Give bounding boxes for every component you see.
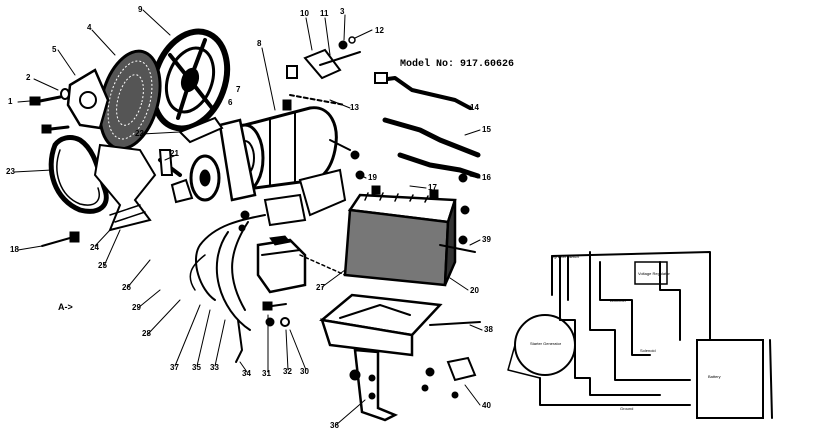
callout-40: 40	[482, 401, 491, 410]
drive-belt	[48, 135, 109, 214]
callout-26: 26	[122, 283, 131, 292]
schematic-solenoid-label: Solenoid	[640, 348, 656, 353]
flange-plate	[66, 68, 110, 130]
wiring-schematic: Starter Generator Battery Voltage Regula…	[507, 251, 773, 419]
callout-7: 7	[236, 85, 241, 94]
callout-10: 10	[300, 9, 309, 18]
cable-15	[382, 117, 481, 158]
mount-bracket-side	[158, 149, 194, 204]
battery-washers	[350, 150, 470, 245]
callout-19: 19	[368, 173, 377, 182]
battery-tray	[319, 293, 481, 357]
voltage-regulator	[256, 235, 307, 294]
bolt-1	[29, 88, 70, 106]
callout-28: 28	[142, 329, 151, 338]
callout-9: 9	[138, 5, 143, 14]
callout-37: 37	[170, 363, 179, 372]
front-end-bracket	[158, 118, 257, 202]
generator-side-bracket	[263, 139, 351, 227]
callout-30: 30	[300, 367, 309, 376]
schematic-starter-generator-label: Starter Generator	[530, 341, 562, 346]
battery	[343, 185, 457, 287]
callout-24: 24	[90, 243, 99, 252]
callout-12: 12	[375, 26, 384, 35]
callout-15: 15	[482, 125, 491, 134]
solenoid	[349, 356, 477, 399]
callout-6: 6	[228, 98, 233, 107]
arrow-a-label: A->	[58, 302, 73, 312]
mount-bracket-top	[178, 116, 224, 144]
callout-29: 29	[132, 303, 141, 312]
callout-31: 31	[262, 369, 271, 378]
hold-down-rod	[439, 244, 476, 253]
cable-14	[374, 72, 472, 110]
callout-23: 23	[6, 167, 15, 176]
callout-8: 8	[257, 39, 262, 48]
cable-16	[397, 152, 481, 179]
callout-13: 13	[350, 103, 359, 112]
callout-5: 5	[52, 45, 57, 54]
callout-27: 27	[316, 283, 325, 292]
callout-4: 4	[87, 23, 92, 32]
callout-25: 25	[98, 261, 107, 270]
callout-labels: 1 2 3 4 5 6 7 8 9 10 11 12 13 14 15 16 1…	[6, 5, 493, 430]
callout-33: 33	[210, 363, 219, 372]
callout-18: 18	[10, 245, 19, 254]
callout-2: 2	[26, 73, 31, 82]
schematic-battery-label: Battery	[708, 374, 721, 379]
callout-20: 20	[470, 286, 479, 295]
callout-36: 36	[330, 421, 339, 430]
callout-17: 17	[428, 183, 437, 192]
callout-11: 11	[320, 9, 329, 18]
belt-guard	[93, 143, 157, 232]
screw-18	[41, 231, 80, 247]
callout-3: 3	[340, 7, 345, 16]
schematic-regulator-label: Voltage Regulator	[638, 271, 670, 276]
callout-14: 14	[470, 103, 479, 112]
top-bracket	[286, 36, 361, 80]
cable-13	[289, 94, 346, 106]
callout-1: 1	[8, 97, 13, 106]
callout-34: 34	[242, 369, 251, 378]
leader-lines	[13, 9, 483, 426]
bolt-lower	[41, 124, 70, 134]
callout-22: 22	[135, 129, 144, 138]
callout-16: 16	[482, 173, 491, 182]
callout-32: 32	[283, 367, 292, 376]
callout-38: 38	[484, 325, 493, 334]
tray-support-bracket	[353, 348, 399, 422]
model-number-label: Model No: 917.60626	[400, 58, 514, 70]
callout-39: 39	[482, 235, 491, 244]
callout-35: 35	[192, 363, 201, 372]
schematic-ground-label: Ground	[620, 406, 633, 411]
callout-21: 21	[170, 149, 179, 158]
